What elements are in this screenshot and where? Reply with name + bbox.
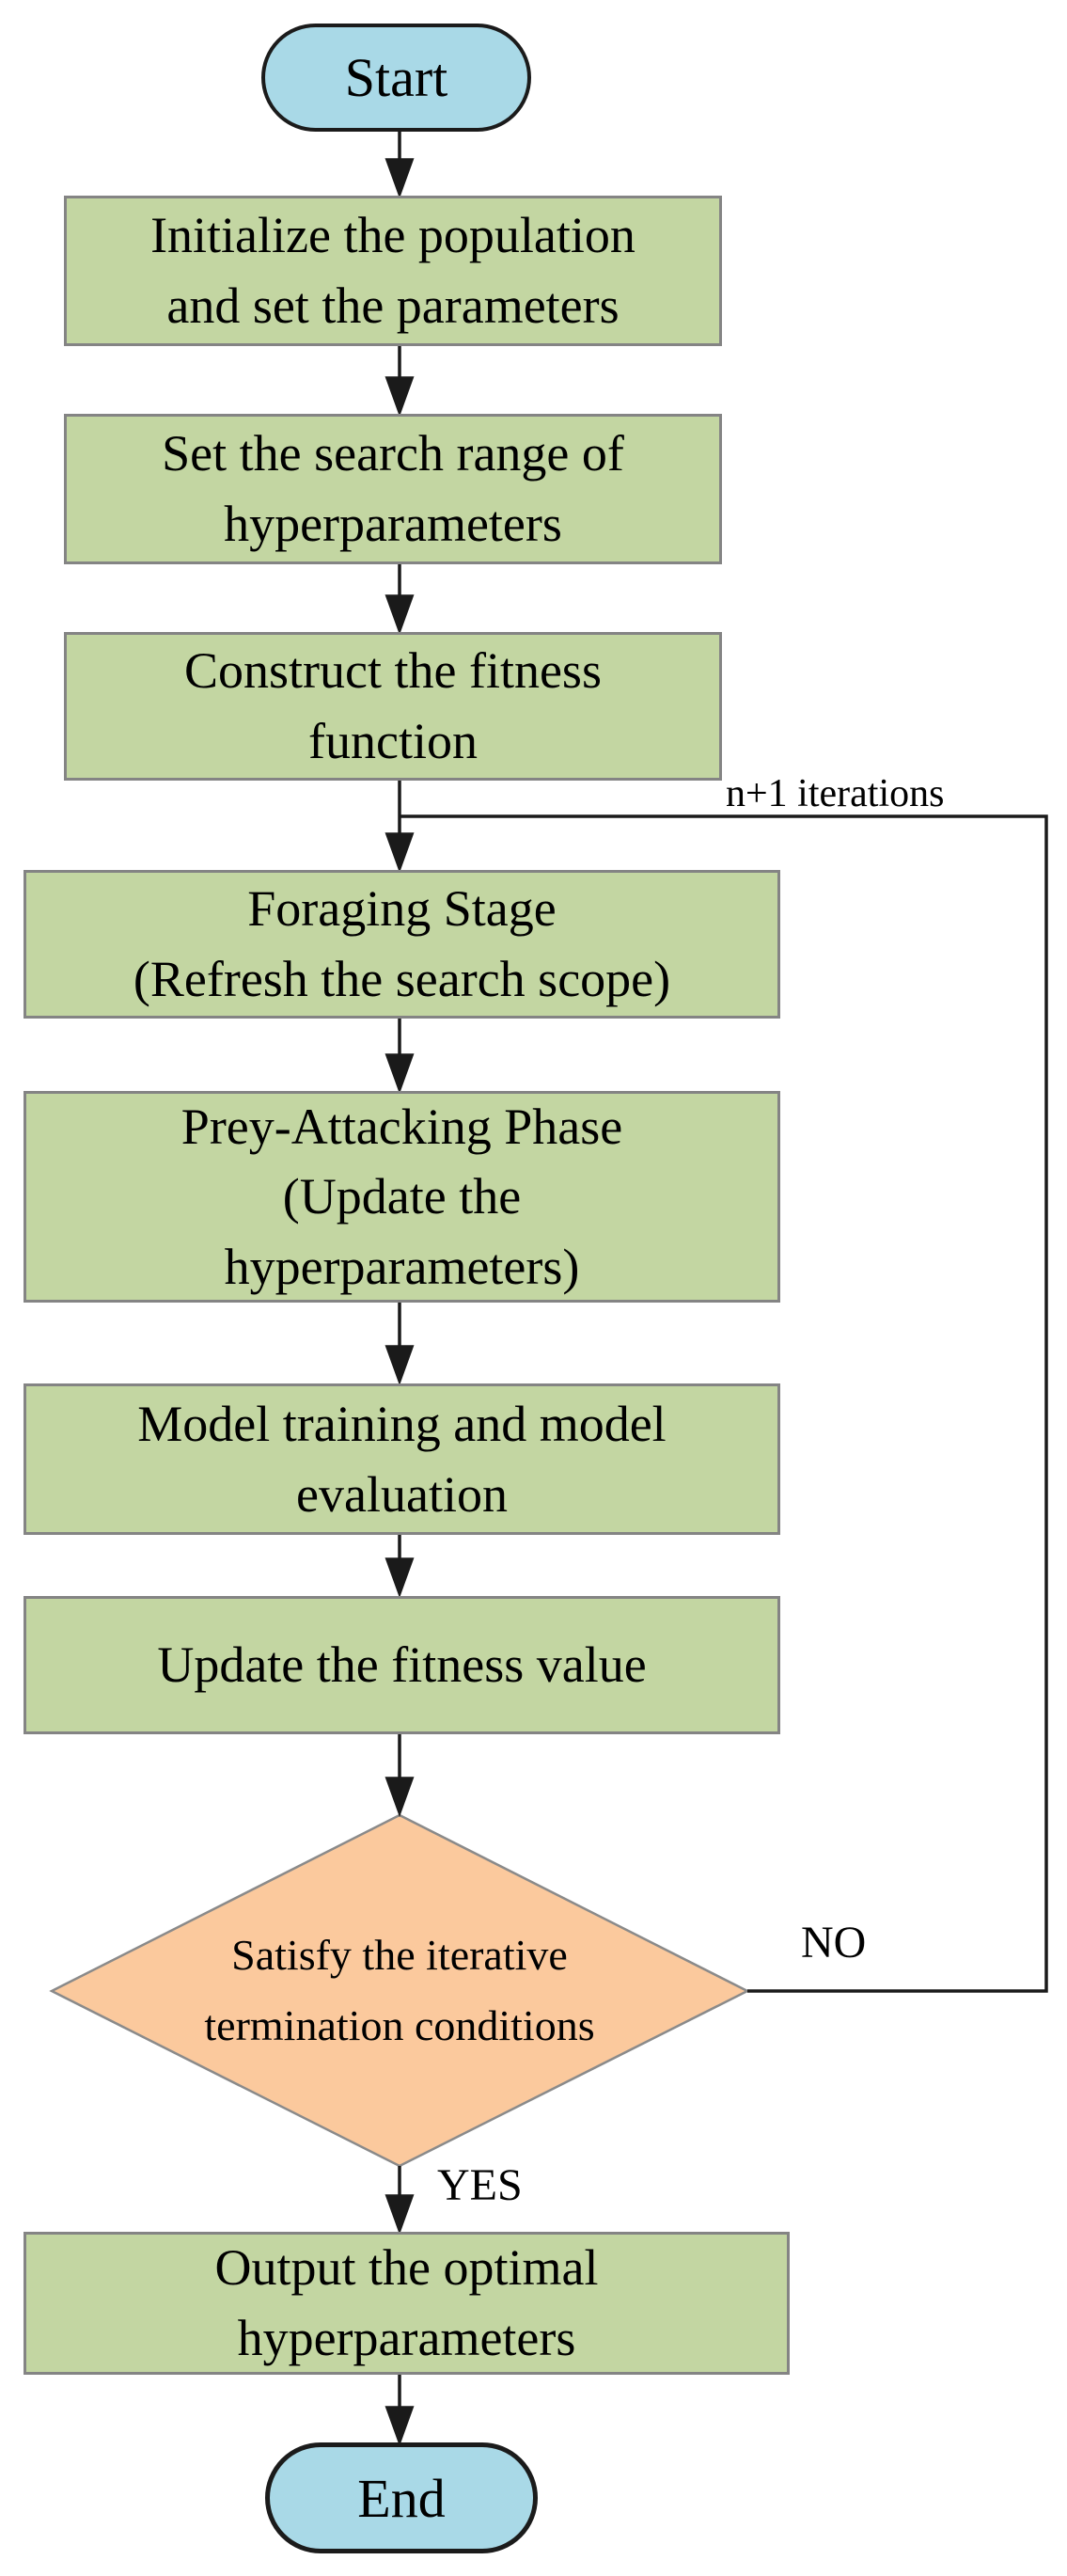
node-decision-text: Satisfy the iterative termination condit… bbox=[89, 1917, 710, 2065]
node-end-label: End bbox=[357, 2467, 446, 2529]
node-text-line: termination conditions bbox=[204, 2001, 595, 2049]
node-start-label: Start bbox=[344, 47, 448, 108]
node-text-line: Output the optimal bbox=[214, 2239, 599, 2297]
node-output-hyperparameters: Output the optimal hyperparameters bbox=[24, 2232, 790, 2375]
node-text-line: Construct the fitness bbox=[184, 642, 602, 700]
node-text-line: Initialize the population bbox=[150, 207, 635, 264]
node-text-line: (Update the bbox=[282, 1168, 522, 1225]
arrowhead-icon bbox=[384, 1053, 415, 1095]
edge-label-no: NO bbox=[801, 1918, 867, 1968]
node-search-range: Set the search range of hyperparameters bbox=[64, 414, 722, 564]
node-model-training: Model training and model evaluation bbox=[24, 1383, 780, 1535]
node-text-line: Update the fitness value bbox=[157, 1636, 647, 1694]
node-text-line: function bbox=[308, 713, 478, 769]
node-start: Start bbox=[261, 24, 531, 132]
node-prey-attacking-phase: Prey-Attacking Phase (Update the hyperpa… bbox=[24, 1091, 780, 1303]
arrowhead-icon bbox=[384, 2194, 415, 2236]
node-foraging-stage: Foraging Stage (Refresh the search scope… bbox=[24, 870, 780, 1019]
arrowhead-icon bbox=[384, 158, 415, 199]
node-text-line: evaluation bbox=[296, 1465, 508, 1523]
arrowhead-icon bbox=[384, 376, 415, 418]
node-text-line: Foraging Stage bbox=[247, 880, 557, 938]
node-text-line: (Refresh the search scope) bbox=[133, 951, 671, 1007]
node-text-line: Satisfy the iterative bbox=[231, 1931, 568, 1980]
edge-label-iterations: n+1 iterations bbox=[726, 772, 945, 815]
node-text-line: hyperparameters) bbox=[224, 1238, 580, 1295]
node-text-line: Model training and model bbox=[137, 1395, 667, 1452]
node-text-line: hyperparameters bbox=[237, 2310, 576, 2366]
node-text-line: and set the parameters bbox=[166, 277, 620, 334]
arrowhead-icon bbox=[384, 2406, 415, 2447]
arrowhead-icon bbox=[384, 1345, 415, 1386]
node-text-line: Prey-Attacking Phase bbox=[180, 1098, 623, 1155]
node-initialize-population: Initialize the population and set the pa… bbox=[64, 196, 722, 346]
node-text-line: Set the search range of bbox=[162, 425, 624, 482]
feedback-loop-line bbox=[400, 814, 1048, 1993]
arrowhead-icon bbox=[384, 1557, 415, 1599]
node-end: End bbox=[265, 2442, 538, 2553]
edge-label-yes: YES bbox=[437, 2160, 523, 2210]
node-text-line: hyperparameters bbox=[224, 496, 562, 552]
arrowhead-icon bbox=[384, 594, 415, 636]
node-update-fitness: Update the fitness value bbox=[24, 1596, 780, 1734]
arrowhead-icon bbox=[384, 832, 415, 874]
arrowhead-icon bbox=[384, 1777, 415, 1818]
node-construct-fitness: Construct the fitness function bbox=[64, 632, 722, 781]
